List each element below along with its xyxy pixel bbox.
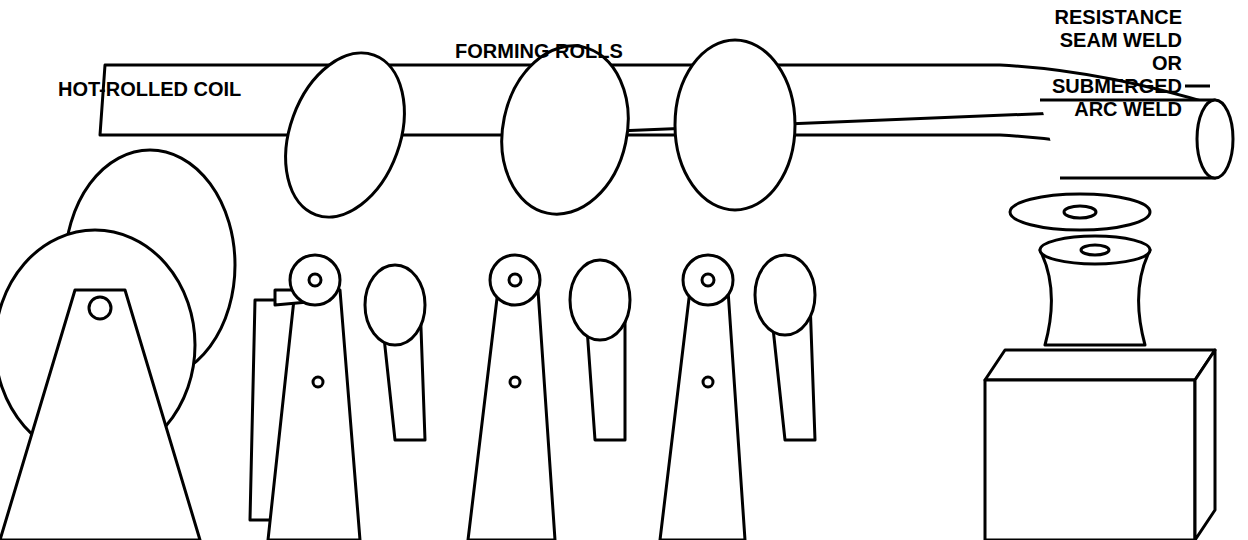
- weld-station: [985, 194, 1215, 540]
- lower-rolls: [365, 255, 815, 345]
- pipe-end: [1197, 100, 1233, 178]
- roll-stands: [268, 255, 745, 540]
- coil-hub: [89, 297, 111, 319]
- part-name: RESISTANCE SEAM WELD OR SUBMERGED ARC WE…: [1040, 6, 1182, 121]
- part-name: HOT-ROLLED COIL: [58, 78, 318, 101]
- coil-stand: [0, 290, 200, 540]
- leader-line: [1185, 85, 1210, 88]
- upper-rolls: [264, 34, 795, 234]
- part-name: FORMING ROLLS: [455, 40, 715, 63]
